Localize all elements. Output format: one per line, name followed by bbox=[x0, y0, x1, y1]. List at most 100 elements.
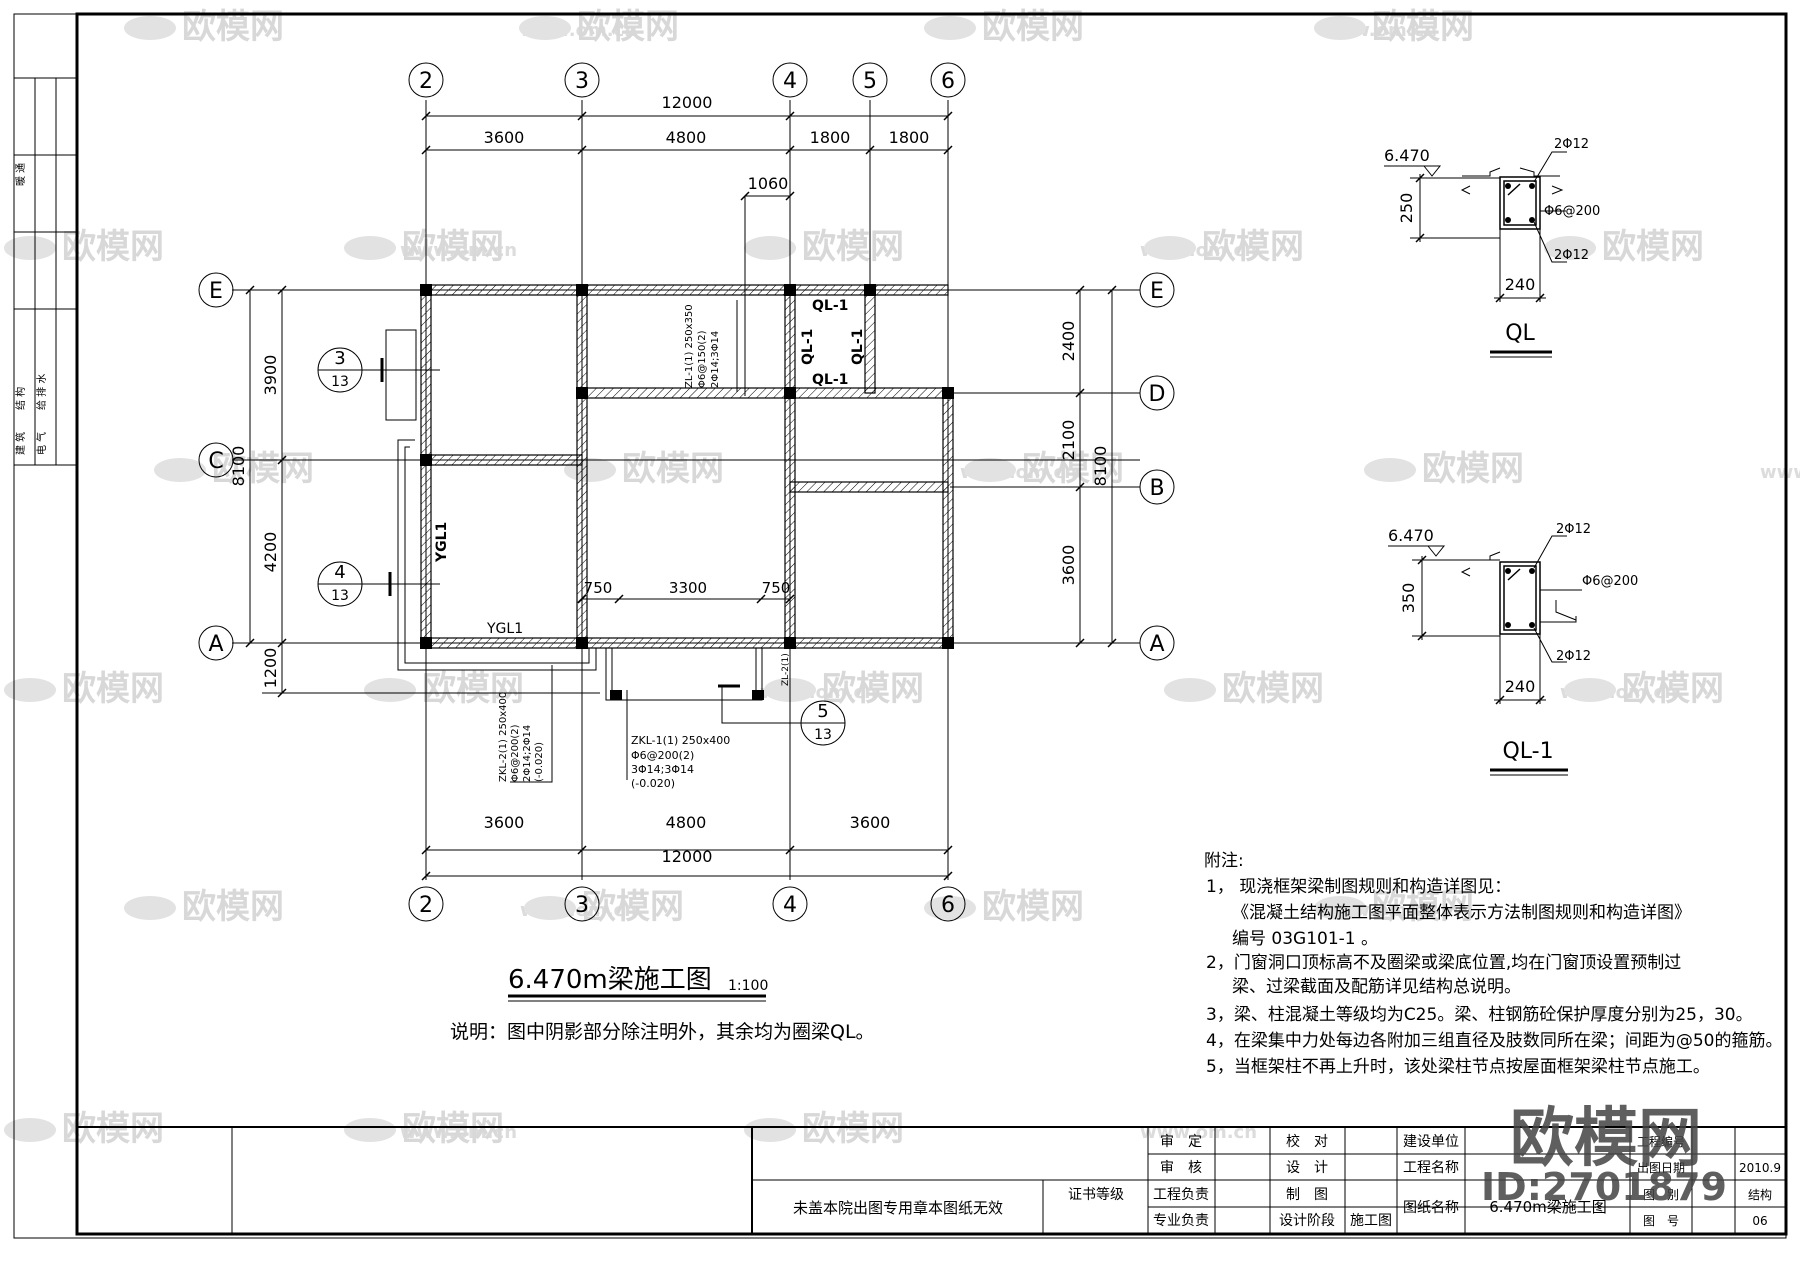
axis-right-E: E bbox=[1150, 279, 1164, 304]
watermark-brand-text: 欧模网 bbox=[402, 1109, 504, 1149]
ql-width: 240 bbox=[1505, 275, 1536, 294]
big-brand-text: 欧模网 bbox=[1510, 1102, 1702, 1176]
ql1-bottom-bar: 2Φ12 bbox=[1556, 649, 1591, 664]
zkl1-annotation: ZKL-1(1) 250x400 Φ6@200(2) 3Φ14;3Φ14 (-0… bbox=[626, 653, 791, 790]
watermark-logo-icon bbox=[924, 16, 976, 40]
watermark-tile: 欧模网 bbox=[154, 449, 314, 489]
notes-line-5: 梁、过梁截面及配筋详见结构总说明。 bbox=[1232, 977, 1521, 997]
watermark-tile: 欧模网 bbox=[1564, 669, 1724, 709]
tb-r2-c1: 审 核 bbox=[1160, 1160, 1202, 1176]
section-ref-5: 5 13 bbox=[718, 684, 846, 746]
dimension-texts-vertical: 3900 4200 1200 8100 2400 2100 3600 8100 bbox=[229, 321, 1110, 689]
notes-line-2: 《混凝土结构施工图平面整体表示方法制图规则和构造详图》 bbox=[1232, 903, 1691, 923]
zkl1-line-4: (-0.020) bbox=[631, 777, 675, 790]
ql1-stirrup: Φ6@200 bbox=[1582, 574, 1638, 589]
zl1-line-2: Φ6@150(2) bbox=[697, 330, 708, 388]
ql1-top-label: QL-1 bbox=[812, 298, 848, 314]
watermark-brand-text: 欧模网 bbox=[62, 669, 164, 709]
notes-line-4: 2，门窗洞口顶标高不及圈梁或梁底位置,均在门窗顶设置预制过 bbox=[1206, 953, 1681, 973]
tb-r1-c5: 建设单位 bbox=[1403, 1134, 1459, 1150]
watermark-brand-text: 欧模网 bbox=[402, 227, 504, 267]
ql1-top-bar: 2Φ12 bbox=[1556, 522, 1591, 537]
notes-line-3: 编号 03G101-1 。 bbox=[1232, 929, 1378, 949]
watermark-logo-icon bbox=[744, 236, 796, 260]
section-ref-4-sheet: 13 bbox=[331, 588, 349, 604]
section-ql: 6.470 250 240 2Φ12 Φ6@200 2Φ12 QL bbox=[1384, 137, 1600, 358]
notes-line-8: 5，当框架柱不再上升时，该处梁柱节点按屋面框架梁柱节点施工。 bbox=[1206, 1057, 1710, 1077]
dim-left-2: 4200 bbox=[261, 532, 280, 573]
notes-line-1: 1， 现浇框架梁制图规则和构造详图见： bbox=[1206, 877, 1511, 897]
axis-top-4: 4 bbox=[783, 69, 797, 94]
dim-left-total: 8100 bbox=[229, 446, 248, 487]
watermark-url-text: www.om.cn bbox=[1760, 462, 1800, 483]
axis-bubble-labels: 2 3 4 5 6 2 3 4 6 E C A E D B A bbox=[208, 69, 1165, 918]
axis-right-D: D bbox=[1149, 382, 1166, 407]
ql1-left-label: QL-1 bbox=[800, 329, 816, 365]
strip-label-3: 电 气 bbox=[35, 432, 48, 455]
watermark-logo-icon bbox=[364, 678, 416, 702]
watermark-logo-icon bbox=[1544, 236, 1596, 260]
ql1-name: QL-1 bbox=[1502, 739, 1553, 764]
zkl1-line-3: 3Φ14;3Φ14 bbox=[631, 763, 694, 776]
watermark-logo-icon bbox=[1314, 16, 1366, 40]
dim-top-3: 1800 bbox=[810, 128, 851, 147]
axis-left-A: A bbox=[208, 632, 223, 657]
watermark-brand-text: 欧模网 bbox=[62, 227, 164, 267]
watermark-logo-icon bbox=[4, 236, 56, 260]
dim-right-1: 2400 bbox=[1059, 321, 1078, 362]
zl1-line-1: ZL-1(1) 250x350 bbox=[684, 304, 695, 388]
section-ql1: 6.470 350 240 2Φ12 Φ6@200 2Φ12 QL-1 bbox=[1388, 522, 1638, 776]
om-big-watermark: 欧模网 ID:2701879 bbox=[1481, 1102, 1727, 1209]
section-ref-4: 4 13 bbox=[317, 561, 440, 607]
dim-top-2: 4800 bbox=[666, 128, 707, 147]
watermark-tile: 欧模网 bbox=[964, 449, 1124, 489]
drawing-title-block: 6.470m梁施工图 1:100 说明：图中阴影部分除注明外，其余均为圈梁QL。 bbox=[450, 965, 875, 1043]
watermark-logo-icon bbox=[1364, 458, 1416, 482]
tb-right-k1: 工程编号 bbox=[1637, 1134, 1685, 1149]
dimension-lines bbox=[249, 115, 1113, 877]
watermark-brand-text: 欧模网 bbox=[622, 449, 724, 489]
dimension-texts: 12000 3600 4800 1800 1800 1060 3600 4800… bbox=[484, 93, 930, 866]
watermark-brand-text: 欧模网 bbox=[1022, 449, 1124, 489]
tb-drawing-name: 6.470m梁施工图 bbox=[1489, 1198, 1607, 1216]
ql-name: QL bbox=[1505, 321, 1535, 346]
zl1-line-3: 2Φ14;3Φ14 bbox=[710, 331, 721, 388]
dim-top-1: 3600 bbox=[484, 128, 525, 147]
section-ref-4-num: 4 bbox=[334, 562, 345, 583]
tb-r2-c5: 工程名称 bbox=[1403, 1160, 1459, 1176]
watermark-brand-text: 欧模网 bbox=[62, 1109, 164, 1149]
watermark-logo-icon bbox=[154, 458, 206, 482]
tb-right-v2: 2010.9 bbox=[1739, 1161, 1781, 1175]
dim-right-2: 2100 bbox=[1059, 420, 1078, 461]
watermark-brand-text: 欧模网 bbox=[182, 887, 284, 927]
ql-stirrup: Φ6@200 bbox=[1544, 204, 1600, 219]
tb-right-v3: 结构 bbox=[1748, 1187, 1772, 1202]
axis-top-5: 5 bbox=[863, 69, 877, 94]
watermark-brand-text: 欧模网 bbox=[982, 887, 1084, 927]
notes-line-6: 3，梁、柱混凝土等级均为C25。梁、柱钢筋砼保护厚度分别为25，30。 bbox=[1206, 1005, 1753, 1025]
watermark-logo-icon bbox=[964, 458, 1016, 482]
watermark-logo-icon bbox=[1144, 236, 1196, 260]
tb-r4-c4: 施工图 bbox=[1350, 1213, 1392, 1229]
ql-top-bar: 2Φ12 bbox=[1554, 137, 1589, 152]
big-id-text: ID:2701879 bbox=[1481, 1165, 1727, 1209]
cert-level: 证书等级 bbox=[1068, 1186, 1124, 1203]
dim-left-1: 3900 bbox=[261, 355, 280, 396]
tb-right-k4: 图 号 bbox=[1643, 1214, 1679, 1228]
axis-bottom-3: 3 bbox=[575, 893, 589, 918]
tb-right-v4: 06 bbox=[1752, 1214, 1767, 1228]
dim-opening-3: 750 bbox=[762, 579, 791, 597]
dim-1060: 1060 bbox=[748, 174, 789, 193]
dim-bottom-total: 12000 bbox=[662, 847, 713, 866]
watermark-brand-text: 欧模网 bbox=[582, 887, 684, 927]
watermark-logo-icon bbox=[344, 1118, 396, 1142]
watermark-logo-icon bbox=[124, 896, 176, 920]
tb-right-k2: 出图日期 bbox=[1637, 1161, 1685, 1175]
watermark-brand-text: 欧模网 bbox=[1372, 887, 1474, 927]
watermark-logo-icon bbox=[524, 896, 576, 920]
section-ref-5-sheet: 13 bbox=[814, 727, 832, 743]
ql1-width: 240 bbox=[1505, 677, 1536, 696]
